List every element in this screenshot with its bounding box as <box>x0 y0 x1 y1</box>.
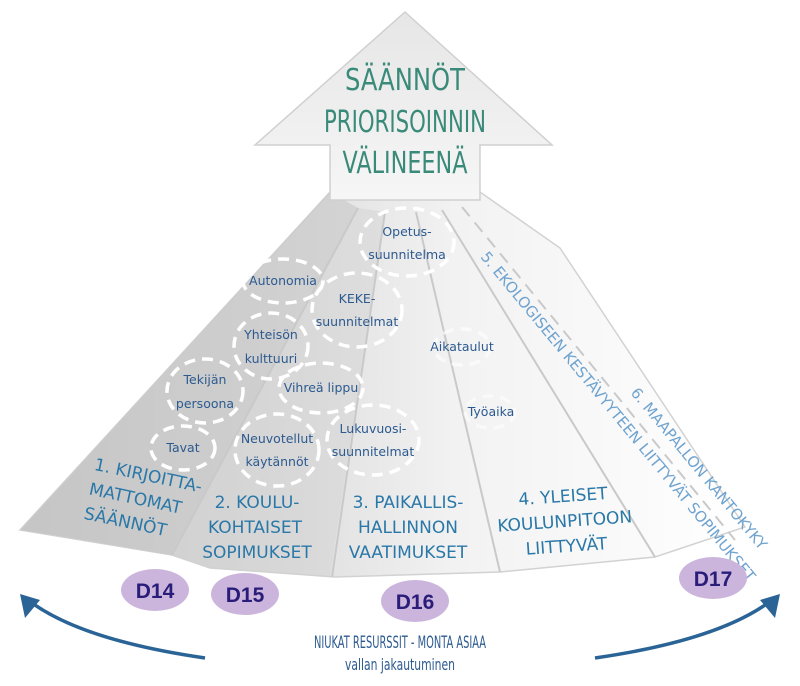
bubbles: Opetus- suunnitelma Autonomia KEKE- suun… <box>149 206 517 488</box>
svg-text:Lukuvuosi-: Lukuvuosi- <box>340 421 407 436</box>
svg-text:suunnitelmat: suunnitelmat <box>316 314 399 329</box>
divider-5-6-dashed <box>461 206 736 541</box>
divider-2-3 <box>331 211 386 578</box>
svg-text:D17: D17 <box>694 568 733 591</box>
svg-text:kulttuuri: kulttuuri <box>245 351 298 366</box>
title-line-1: SÄÄNNÖT <box>345 62 466 98</box>
svg-text:Aikataulut: Aikataulut <box>430 339 494 354</box>
svg-text:Neuvotellut: Neuvotellut <box>241 431 313 446</box>
title: SÄÄNNÖT PRIORISOINNIN VÄLINEENÄ <box>324 62 486 181</box>
bottom-line-2: vallan jakautuminen <box>345 655 455 674</box>
badge-d16: D16 <box>381 580 449 622</box>
svg-text:D16: D16 <box>396 591 435 614</box>
svg-text:Autonomia: Autonomia <box>249 273 317 288</box>
arrow-left-curve <box>26 598 206 660</box>
title-line-3: VÄLINEENÄ <box>343 145 468 181</box>
bottom-line-1: NIUKAT RESURSSIT - MONTA ASIAA <box>314 633 486 653</box>
svg-text:2. KOULU-: 2. KOULU- <box>215 493 300 513</box>
svg-text:Tavat: Tavat <box>165 440 199 455</box>
badge-d15: D15 <box>211 573 279 615</box>
segment-3-label: 3. PAIKALLIS- HALLINNON VAATIMUKSET <box>349 493 468 563</box>
fan <box>18 191 747 578</box>
bubble-lukuvuosisuunnitelmat: Lukuvuosi- suunnitelmat <box>325 403 421 477</box>
badge-d14: D14 <box>121 569 189 611</box>
svg-text:suunnitelma: suunnitelma <box>368 247 446 262</box>
arrow-right-curve <box>594 598 774 660</box>
segment-2-label: 2. KOULU- KOHTAISET SOPIMUKSET <box>202 493 312 563</box>
divider-1-2 <box>171 207 359 556</box>
svg-text:3. PAIKALLIS-: 3. PAIKALLIS- <box>353 493 464 513</box>
svg-text:D15: D15 <box>226 584 265 607</box>
arrowhead-right-icon <box>760 594 780 618</box>
bubble-neuvotellut-kaytannot: Neuvotellut käytännöt <box>233 412 321 488</box>
svg-text:suunnitelmat: suunnitelmat <box>332 444 415 459</box>
svg-text:persoona: persoona <box>176 396 234 411</box>
svg-text:Opetus-: Opetus- <box>382 224 431 239</box>
svg-text:Vihreä lippu: Vihreä lippu <box>284 380 359 395</box>
double-arrow <box>20 594 780 660</box>
svg-text:SOPIMUKSET: SOPIMUKSET <box>202 543 312 563</box>
svg-text:VAATIMUKSET: VAATIMUKSET <box>349 543 468 563</box>
badge-d17: D17 <box>679 557 747 599</box>
svg-text:KOHTAISET: KOHTAISET <box>208 518 303 538</box>
svg-text:Tekijän: Tekijän <box>183 372 227 387</box>
arrowhead-left-icon <box>20 594 40 618</box>
bubble-aikataulut: Aikataulut <box>430 327 494 367</box>
svg-text:HALLINNON: HALLINNON <box>358 518 458 538</box>
svg-text:Työaika: Työaika <box>467 404 515 419</box>
bubble-tyoaika: Työaika <box>463 394 517 430</box>
bubble-tavat: Tavat <box>149 424 217 472</box>
svg-text:Yhteisön: Yhteisön <box>243 327 298 342</box>
bubble-autonomia: Autonomia <box>241 257 325 305</box>
segment-2-area <box>172 208 385 577</box>
bubble-keke: KEKE- suunnitelmat <box>310 271 404 349</box>
title-line-2: PRIORISOINNIN <box>324 105 486 140</box>
svg-text:KEKE-: KEKE- <box>339 291 376 306</box>
svg-text:D14: D14 <box>136 580 175 603</box>
bubble-vihrea-lippu: Vihreä lippu <box>277 361 365 415</box>
segment-1-area <box>20 192 358 555</box>
bubble-yhteison-kulttuuri: Yhteisön kulttuuri <box>232 311 310 381</box>
bubble-opetussuunnitelma: Opetus- suunnitelma <box>358 206 456 278</box>
bubble-tekijan-persoona: Tekijän persoona <box>165 357 245 425</box>
up-arrow <box>253 10 554 201</box>
svg-text:käytännöt: käytännöt <box>245 454 308 469</box>
divider-4-5 <box>441 209 656 558</box>
